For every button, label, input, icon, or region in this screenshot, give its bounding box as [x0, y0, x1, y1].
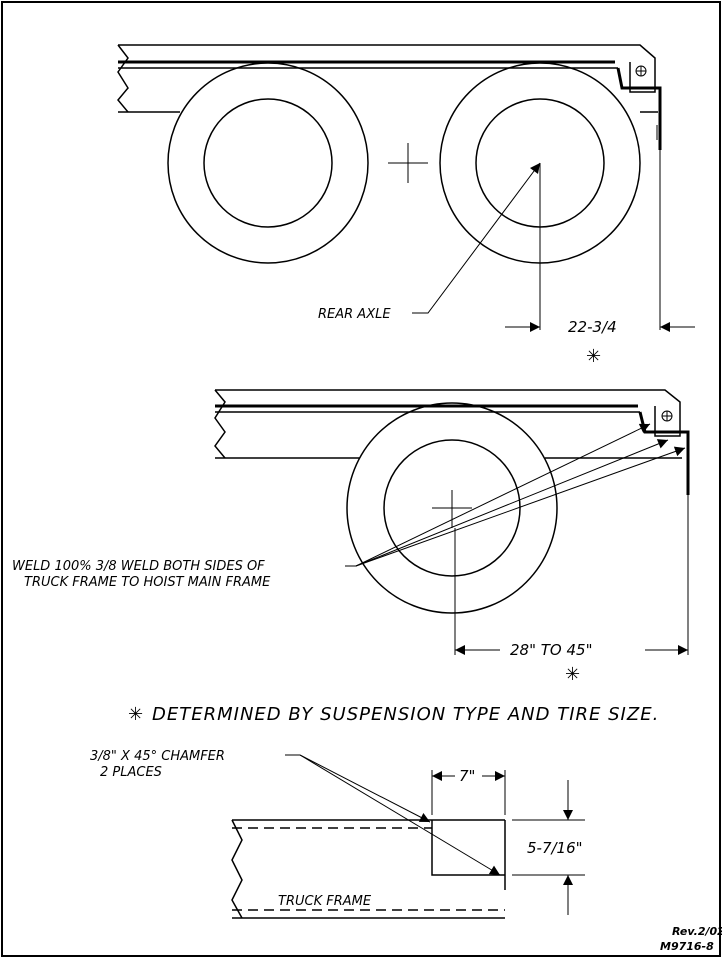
frame-break-line-3	[231, 819, 243, 919]
chamfer-detail-view: 3/8" X 45° CHAMFER 2 PLACES 7" 5-7/16" T…	[90, 749, 585, 919]
bolt-cross	[636, 66, 646, 76]
bolt-cross-2	[662, 411, 672, 421]
front-rim	[203, 98, 333, 228]
dim-22-3-4: 22-3/4	[568, 318, 617, 336]
tandem-center-mark	[388, 143, 428, 183]
asterisk-symbol-2: ✳	[565, 664, 581, 685]
weld-note-line1: WELD 100% 3/8 WELD BOTH SIDES OF	[12, 559, 265, 574]
general-note: ✳ DETERMINED BY SUSPENSION TYPE AND TIRE…	[128, 704, 659, 725]
tandem-axle-view: REAR AXLE 22-3/4 ✳	[117, 44, 695, 367]
weld-leader-1	[355, 423, 651, 567]
hoist-bracket-2	[625, 389, 681, 437]
axle-center-mark	[432, 490, 472, 528]
chamfer-note-line2: 2 PLACES	[100, 765, 162, 780]
drawing-number: M9716-8	[660, 940, 714, 953]
truck-frame-label: TRUCK FRAME	[278, 894, 372, 909]
chamfer-notch	[431, 820, 505, 876]
rear-axle-leader	[412, 162, 541, 314]
weld-leader-2	[355, 439, 669, 567]
single-axle-view: WELD 100% 3/8 WELD BOTH SIDES OF TRUCK F…	[12, 389, 690, 685]
frame-break-line-2	[214, 389, 226, 459]
dim-28-to-45: 28" TO 45"	[510, 641, 592, 659]
chamfer-leader-2	[299, 754, 501, 876]
weld-note-line2: TRUCK FRAME TO HOIST MAIN FRAME	[24, 575, 271, 590]
dim-5-7-16: 5-7/16"	[527, 839, 583, 857]
dim-7: 7"	[459, 767, 475, 785]
rear-axle-label: REAR AXLE	[318, 307, 391, 322]
frame-break-line	[117, 44, 129, 113]
asterisk-symbol: ✳	[586, 346, 602, 367]
note-text: DETERMINED BY SUSPENSION TYPE AND TIRE S…	[152, 704, 659, 725]
chamfer-note-line1: 3/8" X 45° CHAMFER	[90, 749, 225, 764]
hoist-bracket-edge-2	[638, 411, 690, 495]
rim-2	[383, 439, 521, 577]
tire-2	[346, 402, 558, 614]
weld-leader-3	[355, 446, 686, 567]
note-asterisk: ✳	[128, 704, 144, 725]
chamfer-leader-1	[299, 754, 431, 823]
revision-label: Rev.2/02	[672, 925, 722, 938]
hoist-bracket-edge	[616, 67, 662, 150]
front-tire	[167, 62, 369, 264]
